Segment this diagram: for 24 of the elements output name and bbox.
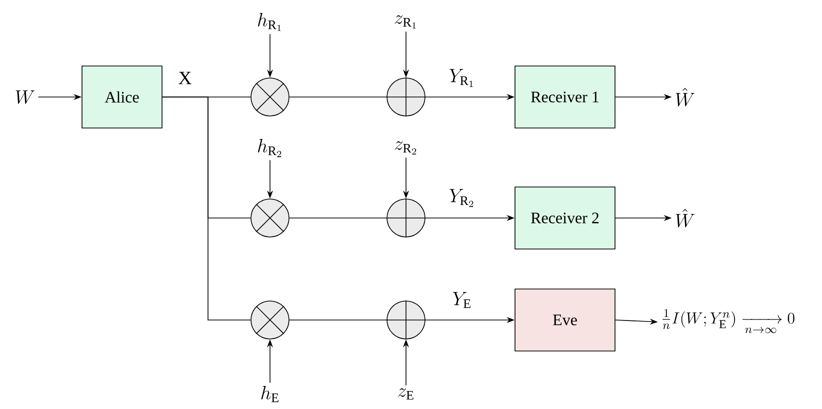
edge-label: $Y_{\mathrm{R}_2}$ bbox=[450, 189, 474, 207]
edge-label: $Y_{\mathrm{E}}$ bbox=[452, 292, 470, 308]
block-box: Alice bbox=[82, 66, 162, 128]
math-label: $z_{\mathrm{R}_1}$ bbox=[394, 15, 416, 29]
edge-label: X bbox=[178, 72, 192, 84]
block-box: Eve bbox=[514, 288, 616, 352]
formula-label: $\frac{1}{n}I(W;Y_{\mathrm{E}}^n)\xrightarrow[n\to\infty]{}0$ bbox=[662, 309, 794, 334]
math-label: $h_{\mathrm{E}}$ bbox=[261, 386, 278, 402]
math-label: $\hat{W}$ bbox=[676, 88, 695, 106]
multiplier-symbol bbox=[250, 78, 290, 116]
math-label: $z_{\mathrm{E}}$ bbox=[398, 388, 414, 400]
adder-symbol bbox=[386, 300, 426, 340]
math-label: $z_{\mathrm{R}_2}$ bbox=[394, 141, 416, 155]
math-label: $h_{\mathrm{R}_2}$ bbox=[258, 138, 282, 158]
multiplier-symbol bbox=[250, 198, 290, 238]
edge-label: $Y_{\mathrm{R}_1}$ bbox=[450, 69, 473, 87]
multiplier-symbol bbox=[250, 300, 290, 340]
block-box: Receiver 2 bbox=[514, 186, 616, 250]
adder-symbol bbox=[386, 198, 426, 238]
math-label: $h_{\mathrm{R}_1}$ bbox=[258, 12, 281, 32]
adder-symbol bbox=[386, 77, 426, 117]
block-box: Receiver 1 bbox=[514, 66, 616, 128]
math-label: $W$ bbox=[16, 90, 35, 104]
math-label: $\hat{W}$ bbox=[676, 208, 695, 228]
